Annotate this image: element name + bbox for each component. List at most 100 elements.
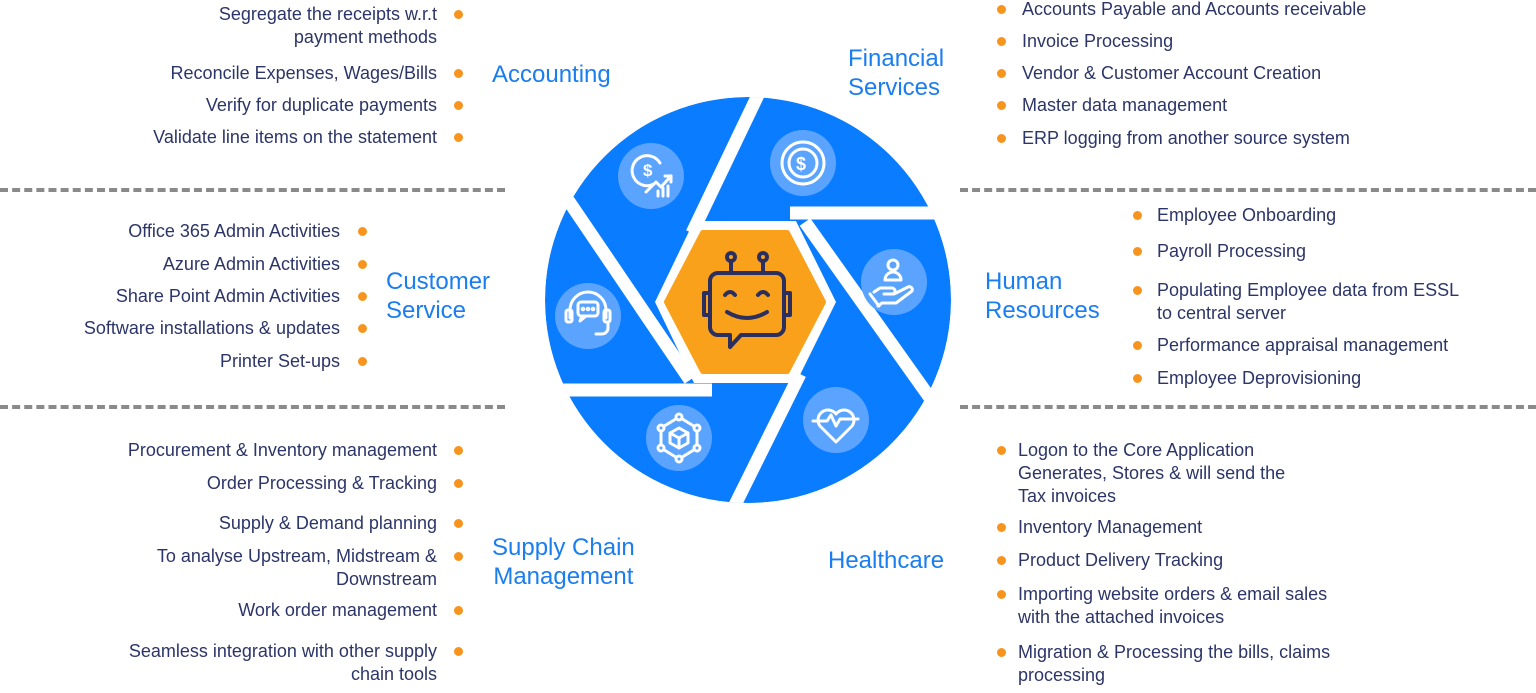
bullet-dot-icon — [454, 133, 463, 142]
bullet-dot-icon — [997, 69, 1006, 78]
list-item-line: Verify for duplicate payments — [205, 95, 437, 115]
list-item: Master data management — [1022, 94, 1227, 117]
list-item-line: Accounts Payable and Accounts receivable — [1022, 0, 1367, 19]
supply-icon-circle — [646, 405, 712, 471]
list-item-line: Master data management — [1022, 95, 1228, 115]
list-item-line: Printer Set-ups — [219, 351, 340, 371]
financial-icon-circle: $ — [770, 130, 836, 196]
list-item: Employee Onboarding — [1157, 204, 1336, 227]
list-item-line: Product Delivery Tracking — [1018, 550, 1224, 570]
svg-text:$: $ — [643, 161, 653, 180]
category-title-line: Financial — [848, 45, 945, 72]
category-title-customer: Customer Service — [386, 267, 490, 325]
bullet-dot-icon — [997, 523, 1006, 532]
bullet-dot-icon — [454, 101, 463, 110]
list-item-line: Invoice Processing — [1022, 31, 1174, 51]
list-item: Software installations & updates — [84, 317, 340, 340]
list-item-line: Generates, Stores & will send the — [1018, 463, 1286, 483]
list-item-line: Order Processing & Tracking — [206, 473, 437, 493]
bullet-dot-icon — [358, 227, 367, 236]
healthcare-icon-circle — [803, 387, 869, 453]
list-item: Populating Employee data from ESSL to cen… — [1157, 279, 1459, 325]
bullet-dot-icon — [997, 446, 1006, 455]
list-item-line: Reconcile Expenses, Wages/Bills — [170, 63, 437, 83]
list-item-line: Vendor & Customer Account Creation — [1022, 63, 1322, 83]
list-item-line: to central server — [1157, 303, 1287, 323]
list-item-line: Share Point Admin Activities — [115, 286, 340, 306]
bullet-dot-icon — [454, 519, 463, 528]
list-item-line: processing — [1018, 665, 1106, 685]
list-item-line: Migration & Processing the bills, claims — [1018, 642, 1331, 662]
list-item-line: Employee Deprovisioning — [1157, 368, 1362, 388]
bullet-dot-icon — [454, 479, 463, 488]
network-cube-icon — [656, 412, 702, 464]
list-item: Work order management — [238, 599, 437, 622]
bullet-dot-icon — [997, 648, 1006, 657]
bullet-dot-icon — [997, 590, 1006, 599]
bullet-dot-icon — [454, 69, 463, 78]
bullet-dot-icon — [997, 101, 1006, 110]
divider-right-bottom — [960, 405, 1536, 409]
list-item-line: Azure Admin Activities — [162, 254, 340, 274]
bullet-dot-icon — [1133, 374, 1142, 383]
headset-chat-icon — [564, 290, 612, 336]
bullet-dot-icon — [997, 134, 1006, 143]
dollar-growth-chart-icon: $ — [630, 154, 673, 198]
hand-person-icon — [868, 258, 914, 308]
category-title-line: Service — [386, 297, 467, 324]
category-title-line: Services — [848, 74, 941, 101]
list-item-line: Office 365 Admin Activities — [128, 221, 340, 241]
list-item-line: Seamless integration with other supply — [128, 641, 437, 661]
list-item-line: Downstream — [335, 569, 437, 589]
list-item: Reconcile Expenses, Wages/Bills — [171, 62, 437, 85]
list-item: Procurement & Inventory management — [128, 439, 437, 462]
list-item-line: Importing website orders & email sales — [1018, 584, 1328, 604]
bullet-dot-icon — [1133, 286, 1142, 295]
list-item: Printer Set-ups — [220, 350, 340, 373]
list-item: Performance appraisal management — [1157, 334, 1448, 357]
list-item-line: Procurement & Inventory management — [127, 440, 437, 460]
list-item-line: To analyse Upstream, Midstream & — [156, 546, 437, 566]
list-item: Payroll Processing — [1157, 240, 1306, 263]
category-title-line: Customer — [386, 268, 491, 295]
divider-right-top — [960, 188, 1536, 192]
chatbot-robot-icon — [702, 251, 792, 349]
list-item: Product Delivery Tracking — [1018, 549, 1223, 572]
bullet-dot-icon — [358, 260, 367, 269]
hr-icon-circle — [861, 249, 927, 315]
list-item: Office 365 Admin Activities — [128, 220, 340, 243]
list-item-line: Supply & Demand planning — [218, 513, 437, 533]
blade-gap — [562, 196, 696, 384]
category-title-line: Human — [985, 268, 1063, 295]
list-item-line: chain tools — [350, 664, 437, 684]
bullet-dot-icon — [1133, 211, 1142, 220]
category-title-hr: Human Resources — [985, 267, 1100, 325]
list-item: Invoice Processing — [1022, 30, 1173, 53]
blade-gap — [724, 371, 806, 503]
bullet-dot-icon — [454, 606, 463, 615]
svg-text:$: $ — [796, 154, 806, 174]
blade-gap — [799, 218, 941, 409]
category-title-healthcare: Healthcare — [828, 547, 945, 574]
category-title-accounting: Accounting — [492, 61, 611, 88]
bullet-dot-icon — [454, 10, 463, 19]
bullet-dot-icon — [1133, 247, 1142, 256]
list-item-line: Segregate the receipts w.r.t — [218, 4, 437, 24]
list-item-line: payment methods — [293, 27, 437, 47]
category-title-line: Management — [493, 563, 634, 590]
bullet-dot-icon — [358, 292, 367, 301]
list-item: Order Processing & Tracking — [207, 472, 437, 495]
list-item: Validate line items on the statement — [153, 126, 437, 149]
list-item: Migration & Processing the bills, claims… — [1018, 641, 1330, 687]
bullet-dot-icon — [358, 357, 367, 366]
list-item-line: Inventory Management — [1018, 517, 1203, 537]
list-item-line: Employee Onboarding — [1157, 205, 1337, 225]
category-title-supply: Supply Chain Management — [492, 533, 635, 591]
list-item-line: Tax invoices — [1018, 486, 1117, 506]
dollar-coin-icon: $ — [780, 140, 826, 186]
list-item: Verify for duplicate payments — [206, 94, 437, 117]
list-item-line: Populating Employee data from ESSL — [1157, 280, 1460, 300]
bullet-dot-icon — [997, 37, 1006, 46]
